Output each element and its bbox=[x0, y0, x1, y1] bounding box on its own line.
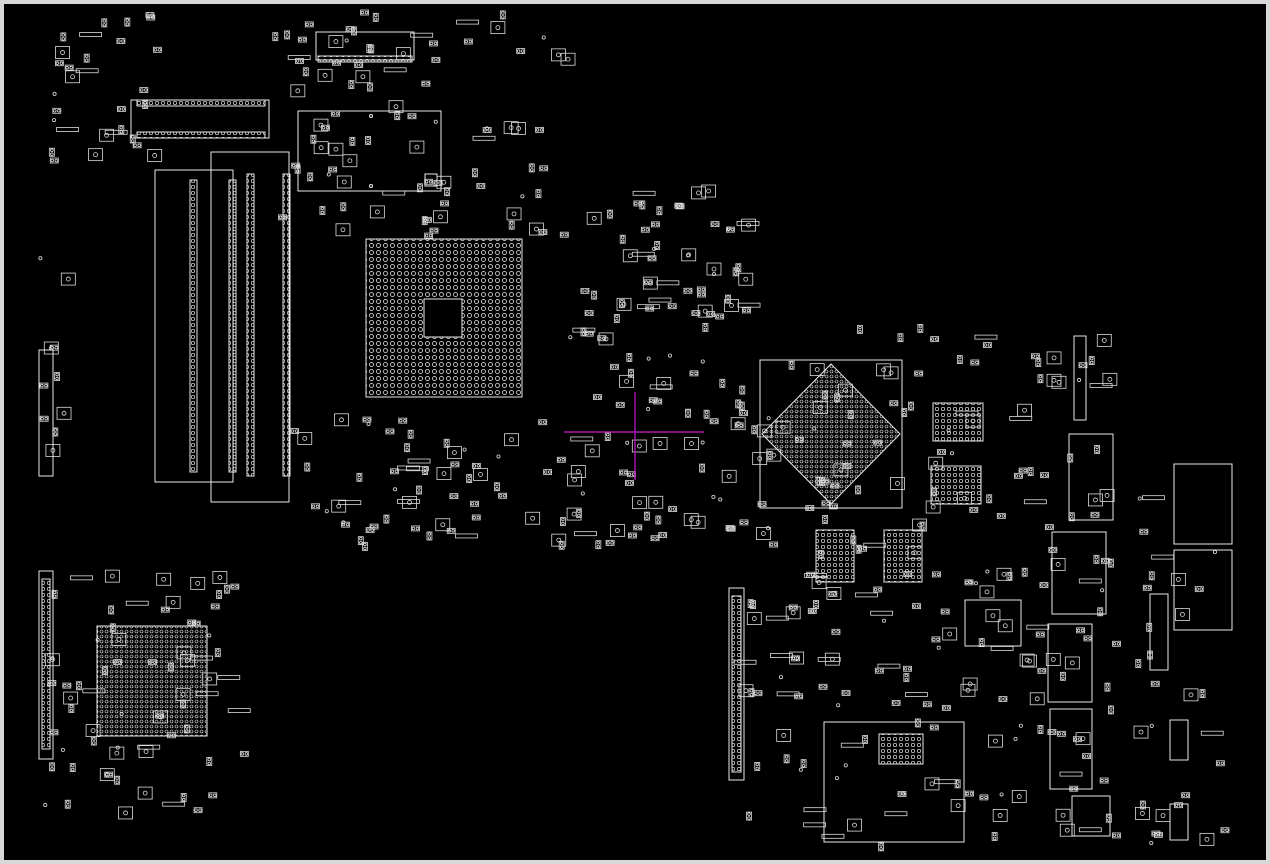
power-connector[interactable] bbox=[728, 587, 965, 843]
vram-chip-a[interactable] bbox=[932, 402, 984, 442]
component-layer bbox=[38, 9, 1233, 852]
cpu-socket[interactable] bbox=[297, 110, 523, 398]
pcb-canvas[interactable] bbox=[4, 4, 1266, 860]
io-connector[interactable] bbox=[130, 31, 415, 139]
pcb-layout-drawing[interactable] bbox=[4, 4, 1266, 860]
vram-chip-b[interactable] bbox=[930, 465, 982, 505]
vram-chip-d[interactable] bbox=[883, 529, 923, 583]
ddr-slot-b[interactable] bbox=[210, 151, 291, 503]
chipset-bga[interactable] bbox=[38, 570, 208, 760]
crosshair-cursor-icon bbox=[564, 392, 704, 480]
ddr-slot-a[interactable] bbox=[154, 169, 237, 483]
